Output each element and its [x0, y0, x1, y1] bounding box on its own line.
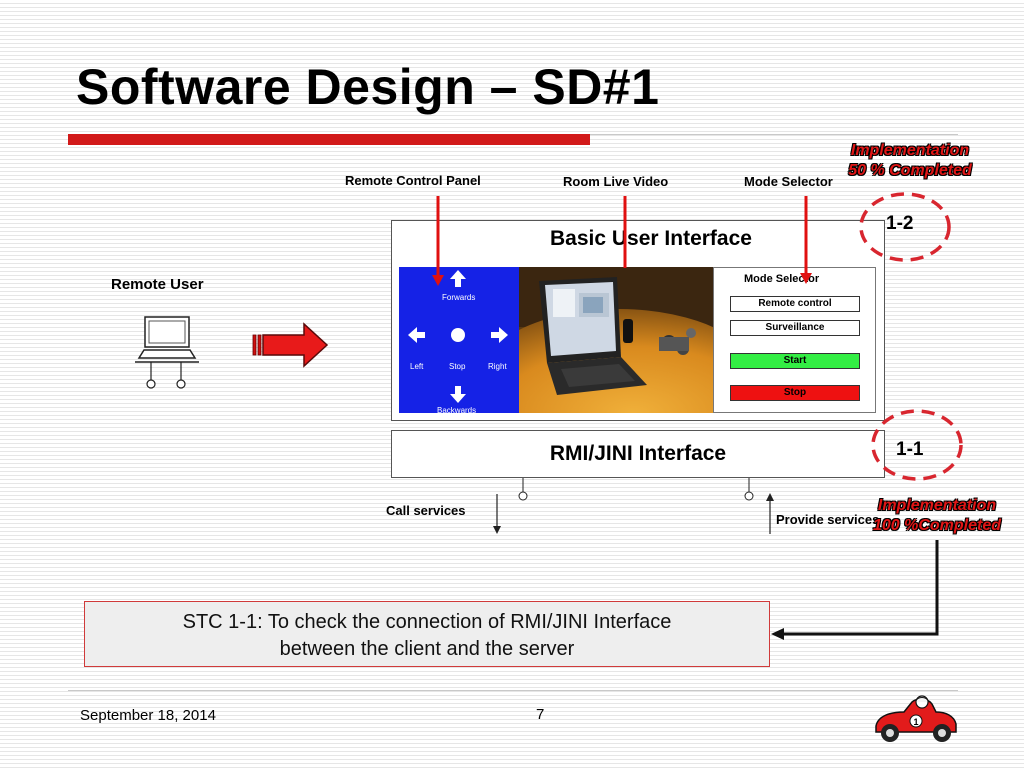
badge-top-ring-icon — [859, 192, 951, 262]
implementation-top-line2: 50 % Completed — [848, 162, 972, 179]
title-underline-red — [68, 134, 590, 145]
rmi-jini-interface-box — [391, 430, 885, 478]
control-backwards-button[interactable]: Backwards — [437, 406, 477, 415]
control-forwards-button[interactable]: Forwards — [442, 293, 476, 302]
badge-bottom-ring-icon — [871, 409, 963, 481]
implementation-bottom-status: Implementation 100 %Completed — [850, 496, 1024, 536]
control-left-button[interactable]: Left — [410, 362, 424, 371]
stop-button[interactable]: Stop — [730, 385, 860, 401]
footer-rule — [68, 690, 958, 691]
label-room-live-video: Room Live Video — [563, 174, 669, 189]
slide-title: Software Design – SD#1 — [76, 59, 660, 115]
implementation-top-line1: Implementation — [850, 142, 970, 159]
basic-ui-title: Basic User Interface — [550, 227, 752, 250]
surveillance-mode-button[interactable]: Surveillance — [730, 320, 860, 336]
implementation-bottom-line1: Implementation — [877, 497, 997, 514]
implementation-top-status: Implementation 50 % Completed — [826, 141, 994, 181]
label-mode-selector: Mode Selector — [744, 174, 833, 189]
control-right-button[interactable]: Right — [488, 362, 507, 371]
label-remote-control-panel: Remote Control Panel — [345, 173, 481, 188]
title-underline-gray — [590, 134, 958, 135]
remote-control-mode-button[interactable]: Remote control — [730, 296, 860, 312]
implementation-bottom-line2: 100 %Completed — [872, 517, 1002, 534]
right-arrow-icon — [252, 322, 329, 368]
footer-date: September 18, 2014 — [80, 707, 216, 724]
race-car-icon: 1 — [875, 695, 957, 742]
stc-test-case-box: STC 1-1: To check the connection of RMI/… — [84, 601, 770, 667]
computer-icon — [135, 316, 199, 389]
label-provide-services: Provide services — [776, 512, 880, 527]
remote-control-panel: Forwards Left Stop Right Backwards — [399, 267, 519, 415]
rmi-jini-interface-title: RMI/JINI Interface — [549, 442, 727, 465]
direction-arrows-icon — [408, 270, 508, 403]
room-live-video-image — [519, 267, 713, 413]
page-number: 7 — [536, 706, 545, 723]
label-remote-user: Remote User — [111, 276, 204, 293]
label-call-services: Call services — [386, 503, 466, 518]
badge-top-label: 1-2 — [886, 213, 914, 234]
badge-bottom-label: 1-1 — [896, 439, 924, 460]
start-button[interactable]: Start — [730, 353, 860, 369]
stc-line1: STC 1-1: To check the connection of RMI/… — [182, 611, 672, 633]
stc-line2: between the client and the server — [279, 638, 575, 660]
mode-selector-heading: Mode Selector — [744, 273, 820, 285]
svg-text:1: 1 — [913, 717, 918, 727]
control-stop-button[interactable]: Stop — [449, 362, 466, 371]
